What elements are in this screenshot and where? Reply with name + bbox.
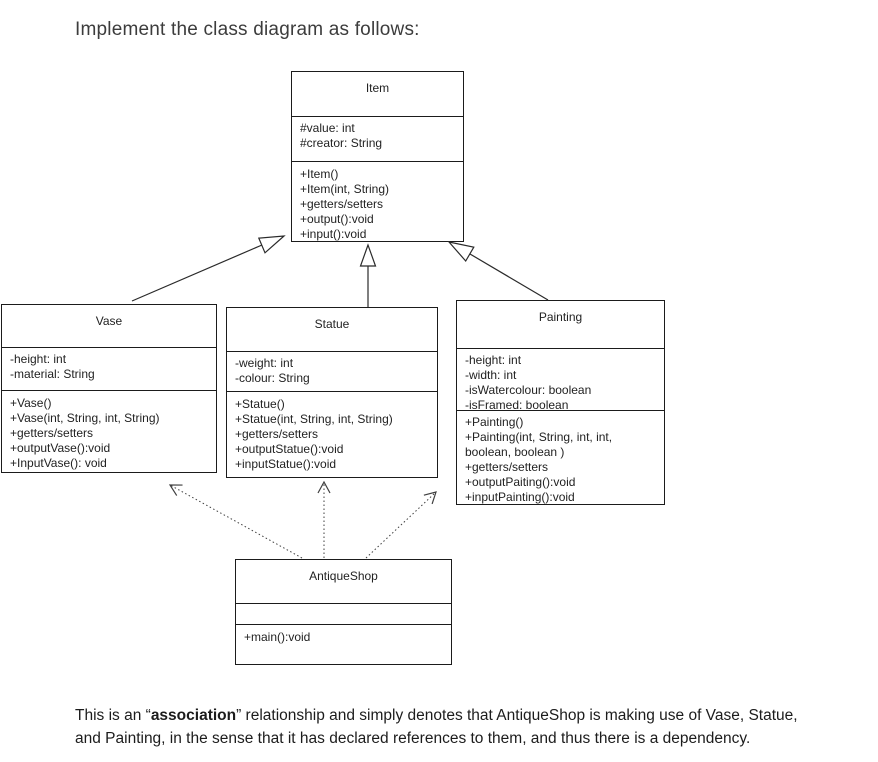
method: +getters/setters [465,460,549,474]
inheritance-arrow-vase-to-item [131,235,286,302]
class-attributes-antiqueshop [236,604,451,625]
method: +getters/setters [300,197,384,211]
method: +Vase(int, String, int, String) [10,411,160,425]
attribute: #creator: String [300,136,383,150]
class-name-antiqueshop: AntiqueShop [236,560,451,604]
class-methods-antiqueshop: +main():void [236,625,451,645]
class-name-vase: Vase [2,305,216,348]
attribute: -height: int [10,352,67,366]
class-methods-vase: +Vase() +Vase(int, String, int, String) … [2,391,216,471]
class-attributes-statue: -weight: int -colour: String [227,352,437,392]
class-attributes-item: #value: int #creator: String [292,117,463,162]
attribute: -weight: int [235,356,294,370]
method: +input():void [300,227,367,241]
inheritance-arrow-statue-to-item [359,243,377,307]
association-arrow-antiqueshop-to-vase [168,484,303,559]
method: +inputStatue():void [235,457,337,471]
method: +outputStatue():void [235,442,344,456]
attribute: -width: int [465,368,517,382]
method: +Painting() [465,415,524,429]
association-arrow-antiqueshop-to-painting [365,491,437,559]
method: +Item() [300,167,339,181]
method: +Statue(int, String, int, String) [235,412,393,426]
method: +Statue() [235,397,285,411]
attribute: -colour: String [235,371,310,385]
method: +output():void [300,212,374,226]
class-box-antiqueshop: AntiqueShop +main():void [235,559,452,665]
class-box-vase: Vase -height: int -material: String +Vas… [1,304,217,473]
class-methods-painting: +Painting() +Painting(int, String, int, … [457,411,664,505]
class-methods-statue: +Statue() +Statue(int, String, int, Stri… [227,392,437,472]
method: +outputVase():void [10,441,111,455]
class-name-painting: Painting [457,301,664,349]
attribute: -material: String [10,367,95,381]
class-box-painting: Painting -height: int -width: int -isWat… [456,300,665,505]
page-title: Implement the class diagram as follows: [75,19,420,40]
method: +Item(int, String) [300,182,390,196]
footer-line-2: and Painting, in the sense that it has d… [75,730,751,747]
class-attributes-vase: -height: int -material: String [2,348,216,391]
method: +inputPainting():void [465,490,575,504]
method: +getters/setters [235,427,319,441]
method: +main():void [244,630,311,644]
class-methods-item: +Item() +Item(int, String) +getters/sett… [292,162,463,242]
attribute: -isFramed: boolean [465,398,569,411]
inheritance-arrow-painting-to-item [447,241,549,301]
class-box-item: Item #value: int #creator: String +Item(… [291,71,464,242]
class-name-statue: Statue [227,308,437,352]
attribute: -isWatercolour: boolean [465,383,592,397]
class-name-item: Item [292,72,463,117]
attribute: -height: int [465,353,522,367]
footer-line-1: This is an “association” relationship an… [75,707,798,724]
method: +getters/setters [10,426,94,440]
method: +Painting(int, String, int, int, boolean… [465,430,613,459]
class-box-statue: Statue -weight: int -colour: String +Sta… [226,307,438,478]
method: +Vase() [10,396,52,410]
method: +outputPaiting():void [465,475,576,489]
class-attributes-painting: -height: int -width: int -isWatercolour:… [457,349,664,411]
method: +InputVase(): void [10,456,107,470]
footer-paragraph: This is an “association” relationship an… [75,704,875,750]
attribute: #value: int [300,121,355,135]
association-bold-word: association [150,707,237,724]
